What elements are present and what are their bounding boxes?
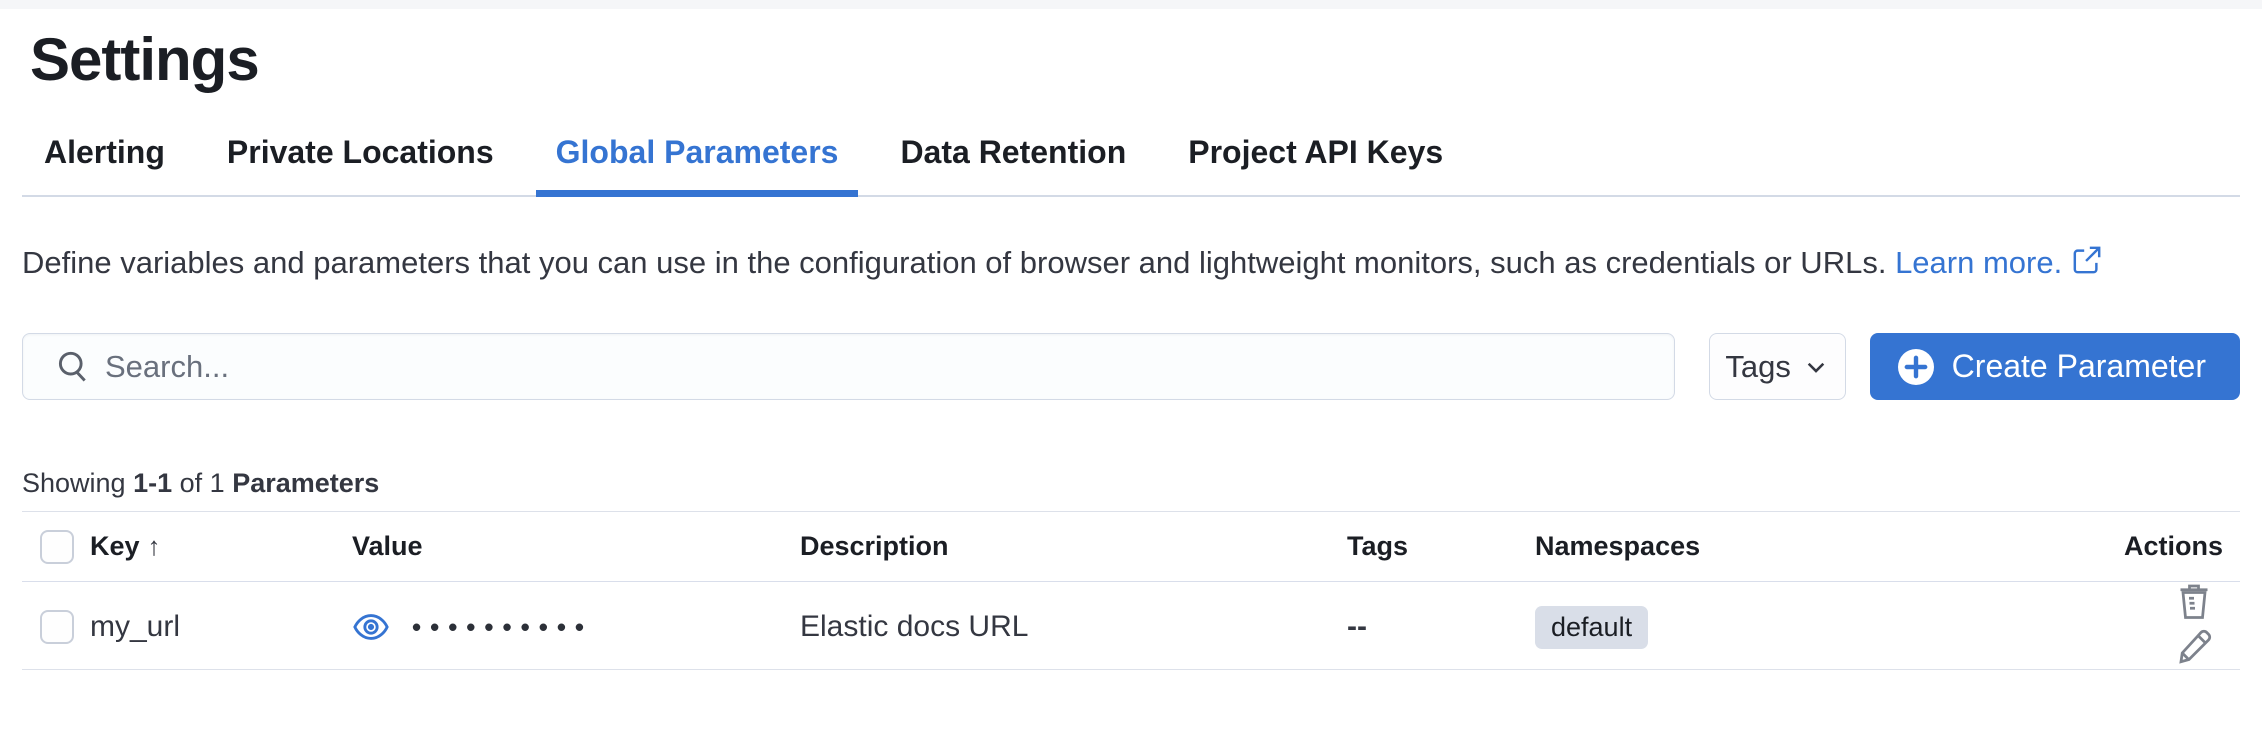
description-text: Define variables and parameters that you… bbox=[22, 245, 1887, 280]
column-header-actions: Actions bbox=[2124, 531, 2224, 561]
summary-entity: Parameters bbox=[232, 468, 380, 498]
reveal-value-button[interactable] bbox=[352, 608, 390, 646]
edit-parameter-button[interactable] bbox=[2174, 627, 2214, 670]
tab-private-locations[interactable]: Private Locations bbox=[207, 134, 514, 195]
param-masked-value: •••••••••• bbox=[412, 611, 594, 642]
column-header-description: Description bbox=[800, 531, 949, 561]
tags-filter-button[interactable]: Tags bbox=[1708, 333, 1846, 400]
param-key: my_url bbox=[90, 610, 181, 643]
parameters-description: Define variables and parameters that you… bbox=[22, 239, 2240, 289]
delete-parameter-button[interactable] bbox=[2174, 582, 2214, 625]
namespace-badge: default bbox=[1535, 605, 1649, 649]
external-link-icon bbox=[2072, 241, 2102, 289]
results-summary: Showing 1-1 of 1 Parameters bbox=[22, 468, 380, 498]
param-description: Elastic docs URL bbox=[800, 610, 1029, 643]
tab-global-parameters[interactable]: Global Parameters bbox=[535, 134, 859, 197]
param-value-cell: •••••••••• bbox=[352, 608, 800, 646]
summary-range: 1-1 bbox=[133, 468, 173, 498]
learn-more-link[interactable]: Learn more. bbox=[1895, 245, 2102, 280]
plus-circle-icon bbox=[1897, 348, 1934, 385]
param-actions bbox=[2124, 582, 2240, 672]
tab-project-api-keys[interactable]: Project API Keys bbox=[1168, 134, 1463, 195]
tab-data-retention[interactable]: Data Retention bbox=[880, 134, 1146, 195]
column-header-value: Value bbox=[352, 531, 423, 561]
row-checkbox[interactable] bbox=[40, 610, 74, 644]
column-header-namespaces: Namespaces bbox=[1535, 531, 1701, 561]
search-input[interactable] bbox=[105, 348, 1654, 385]
trash-icon bbox=[2180, 584, 2208, 619]
search-box[interactable] bbox=[22, 333, 1675, 400]
param-namespaces: default bbox=[1535, 605, 2124, 649]
sort-ascending-icon: ↑ bbox=[147, 531, 161, 561]
param-tags: -- bbox=[1347, 610, 1367, 643]
select-all-checkbox[interactable] bbox=[40, 529, 74, 564]
column-header-key[interactable]: Key↑ bbox=[90, 531, 161, 561]
column-header-tags: Tags bbox=[1347, 531, 1409, 561]
create-parameter-button[interactable]: Create Parameter bbox=[1869, 333, 2240, 400]
settings-page: Settings Alerting Private Locations Glob… bbox=[0, 25, 2262, 670]
settings-tabs: Alerting Private Locations Global Parame… bbox=[22, 134, 2240, 197]
parameters-toolbar: Tags Create Parameter bbox=[22, 333, 2240, 400]
page-title: Settings bbox=[30, 26, 260, 93]
chevron-down-icon bbox=[1807, 362, 1825, 373]
parameters-table: Key↑ Value Description Tags Namespaces A… bbox=[22, 511, 2240, 670]
search-icon bbox=[58, 351, 86, 382]
pencil-icon bbox=[2179, 629, 2212, 664]
eye-icon bbox=[353, 614, 389, 640]
top-divider-strip bbox=[0, 0, 2262, 9]
tab-alerting[interactable]: Alerting bbox=[24, 134, 185, 195]
table-row: my_url •••••••••• Elastic docs URL -- de… bbox=[22, 582, 2240, 670]
table-header-row: Key↑ Value Description Tags Namespaces A… bbox=[22, 512, 2240, 582]
